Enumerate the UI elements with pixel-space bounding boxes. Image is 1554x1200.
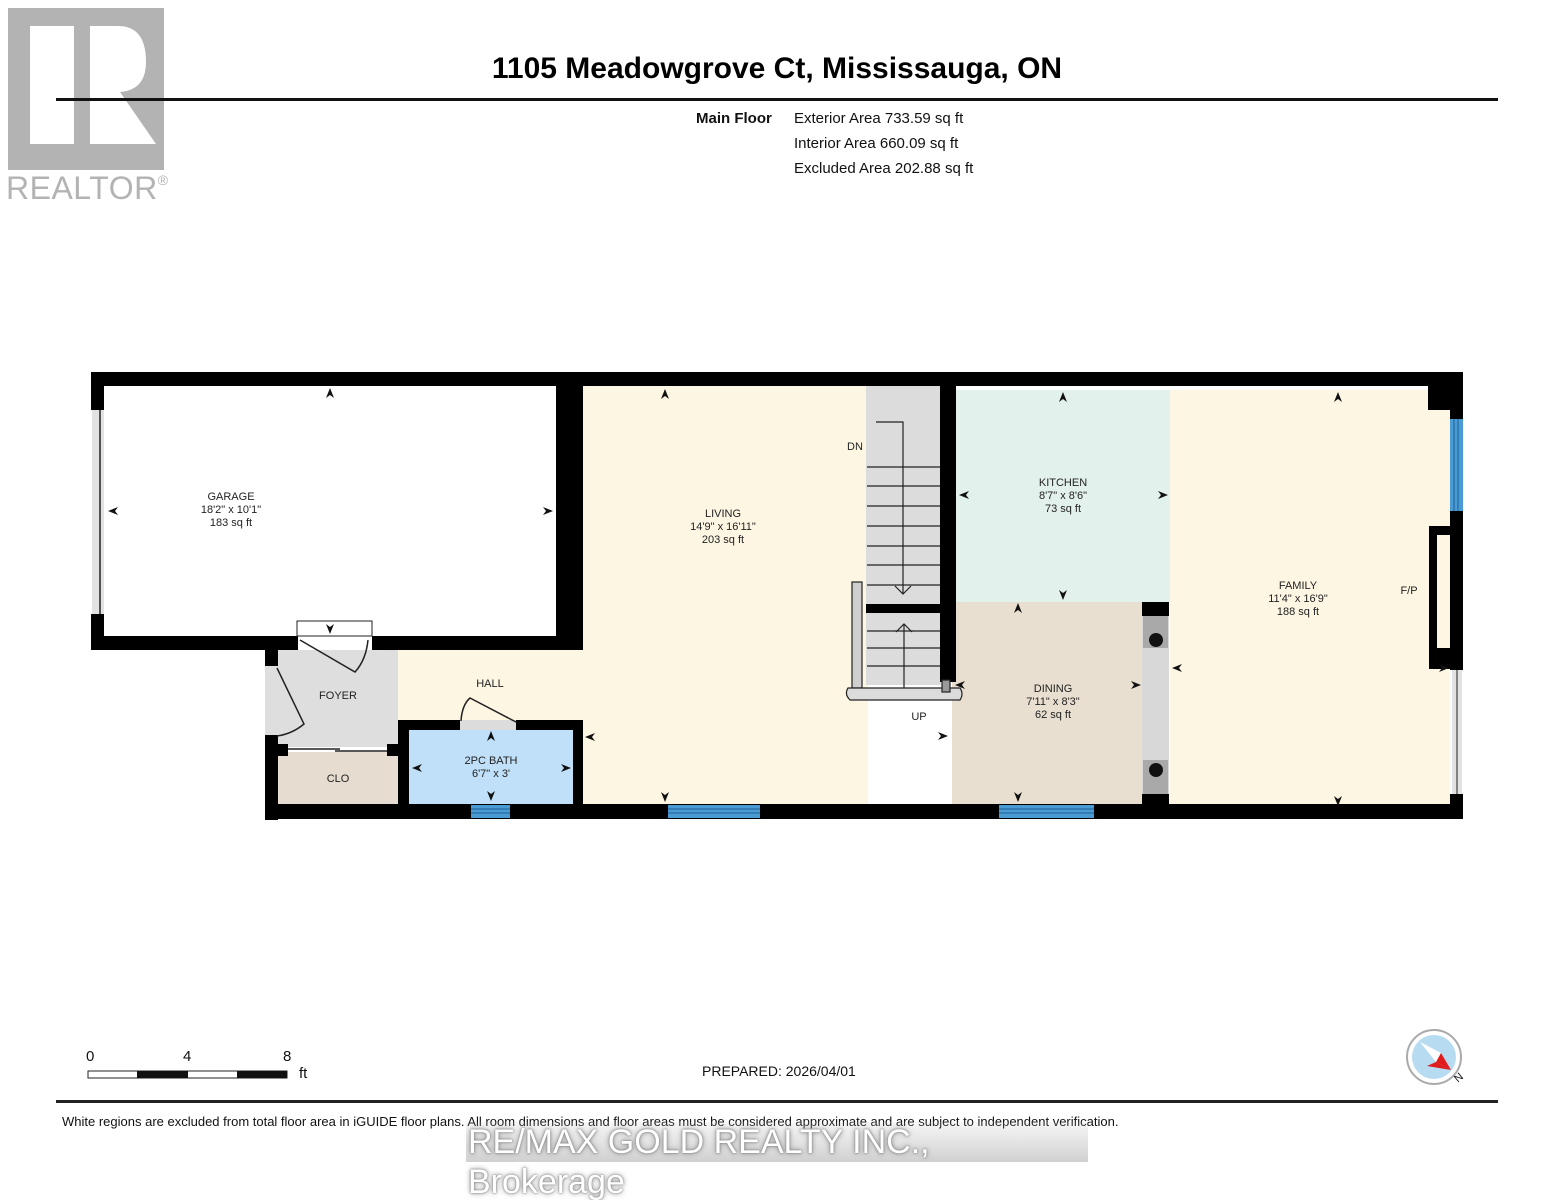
room-name: 2PC BATH <box>464 755 518 767</box>
room-area: 73 sq ft <box>1044 503 1082 515</box>
page-title: 1105 Meadowgrove Ct, Mississauga, ON <box>491 52 1063 85</box>
room-name: GARAGE <box>207 491 255 503</box>
room-name: KITCHEN <box>1038 477 1088 489</box>
closet-fill <box>278 752 398 804</box>
fireplace-inner <box>1437 535 1450 648</box>
room-name: DINING <box>1033 683 1073 695</box>
room-name: LIVING <box>704 508 742 520</box>
room-fills <box>278 385 1450 806</box>
room-kitchen: KITCHEN 8'7" x 8'6" 73 sq ft <box>1039 477 1087 516</box>
disclaimer: White regions are excluded from total fl… <box>62 1114 1118 1129</box>
staircase <box>845 421 963 701</box>
garage-side-opening <box>92 410 104 614</box>
room-dims: 8'7" x 8'6" <box>1038 490 1088 502</box>
dimension-arrows <box>108 388 1449 806</box>
floor-label: Main Floor <box>696 110 772 127</box>
room-closet: CLO <box>326 773 350 785</box>
walls <box>91 372 1463 820</box>
bath-fill <box>409 730 573 804</box>
dining-fill <box>952 602 1142 804</box>
stairs-down-label: DN <box>847 441 863 453</box>
room-area: 188 sq ft <box>1276 606 1320 618</box>
kitchen-fill <box>956 390 1170 602</box>
windows <box>471 419 1463 818</box>
room-area: 62 sq ft <box>1034 709 1072 721</box>
footer-divider <box>56 1100 1498 1103</box>
column-icon <box>1149 763 1163 777</box>
window-family <box>1450 419 1463 511</box>
prepared-date: PREPARED: 2026/04/01 <box>702 1063 856 1079</box>
scale-tick-0: 0 <box>86 1048 95 1065</box>
exterior-area: Exterior Area 733.59 sq ft <box>794 110 964 127</box>
room-foyer: FOYER <box>319 690 357 702</box>
column-icon <box>1149 633 1163 647</box>
interior-area: Interior Area 660.09 sq ft <box>794 135 959 152</box>
fireplace-label: F/P <box>1400 585 1418 597</box>
garage-door-step <box>296 620 373 637</box>
stairs-up-label: UP <box>911 711 927 723</box>
header-divider <box>56 98 1498 101</box>
foyer-fill <box>278 650 398 747</box>
family-fill <box>1170 390 1450 804</box>
brokerage-watermark: RE/MAX GOLD REALTY INC., Brokerage <box>466 1122 1088 1200</box>
scale-tick-8: 8 <box>283 1048 292 1065</box>
room-garage: GARAGE 18'2" x 10'1" 183 sq ft <box>201 491 261 530</box>
compass-icon <box>1406 1029 1462 1085</box>
room-dims: 6'7" x 3' <box>471 768 511 780</box>
room-dims: 7'11" x 8'3" <box>1026 696 1080 708</box>
realtor-wordmark: REALTOR® <box>6 170 169 206</box>
room-dims: 18'2" x 10'1" <box>200 504 262 516</box>
room-hall: HALL <box>476 678 504 690</box>
living-fill <box>583 385 868 805</box>
room-living: LIVING 14'9" x 16'11" 203 sq ft <box>690 508 756 547</box>
scale-bar <box>87 1070 288 1079</box>
room-dining: DINING 7'11" x 8'3" 62 sq ft <box>1026 683 1079 722</box>
room-family: FAMILY 11'4" x 16'9" 188 sq ft <box>1268 580 1328 619</box>
window-bath <box>471 805 510 818</box>
room-dims: 11'4" x 16'9" <box>1268 593 1328 605</box>
window-living <box>668 805 760 818</box>
excluded-area: Excluded Area 202.88 sq ft <box>794 160 974 177</box>
realtor-logo <box>8 8 164 170</box>
scale-tick-4: 4 <box>183 1048 192 1065</box>
realtor-r-icon <box>30 26 156 144</box>
room-dims: 14'9" x 16'11" <box>690 521 756 533</box>
room-bath: 2PC BATH 6'7" x 3' <box>465 755 518 781</box>
window-dining <box>999 805 1094 818</box>
room-name: FAMILY <box>1278 580 1318 592</box>
scale-unit: ft <box>299 1065 308 1082</box>
room-area: 183 sq ft <box>209 517 253 529</box>
room-area: 203 sq ft <box>701 534 745 546</box>
